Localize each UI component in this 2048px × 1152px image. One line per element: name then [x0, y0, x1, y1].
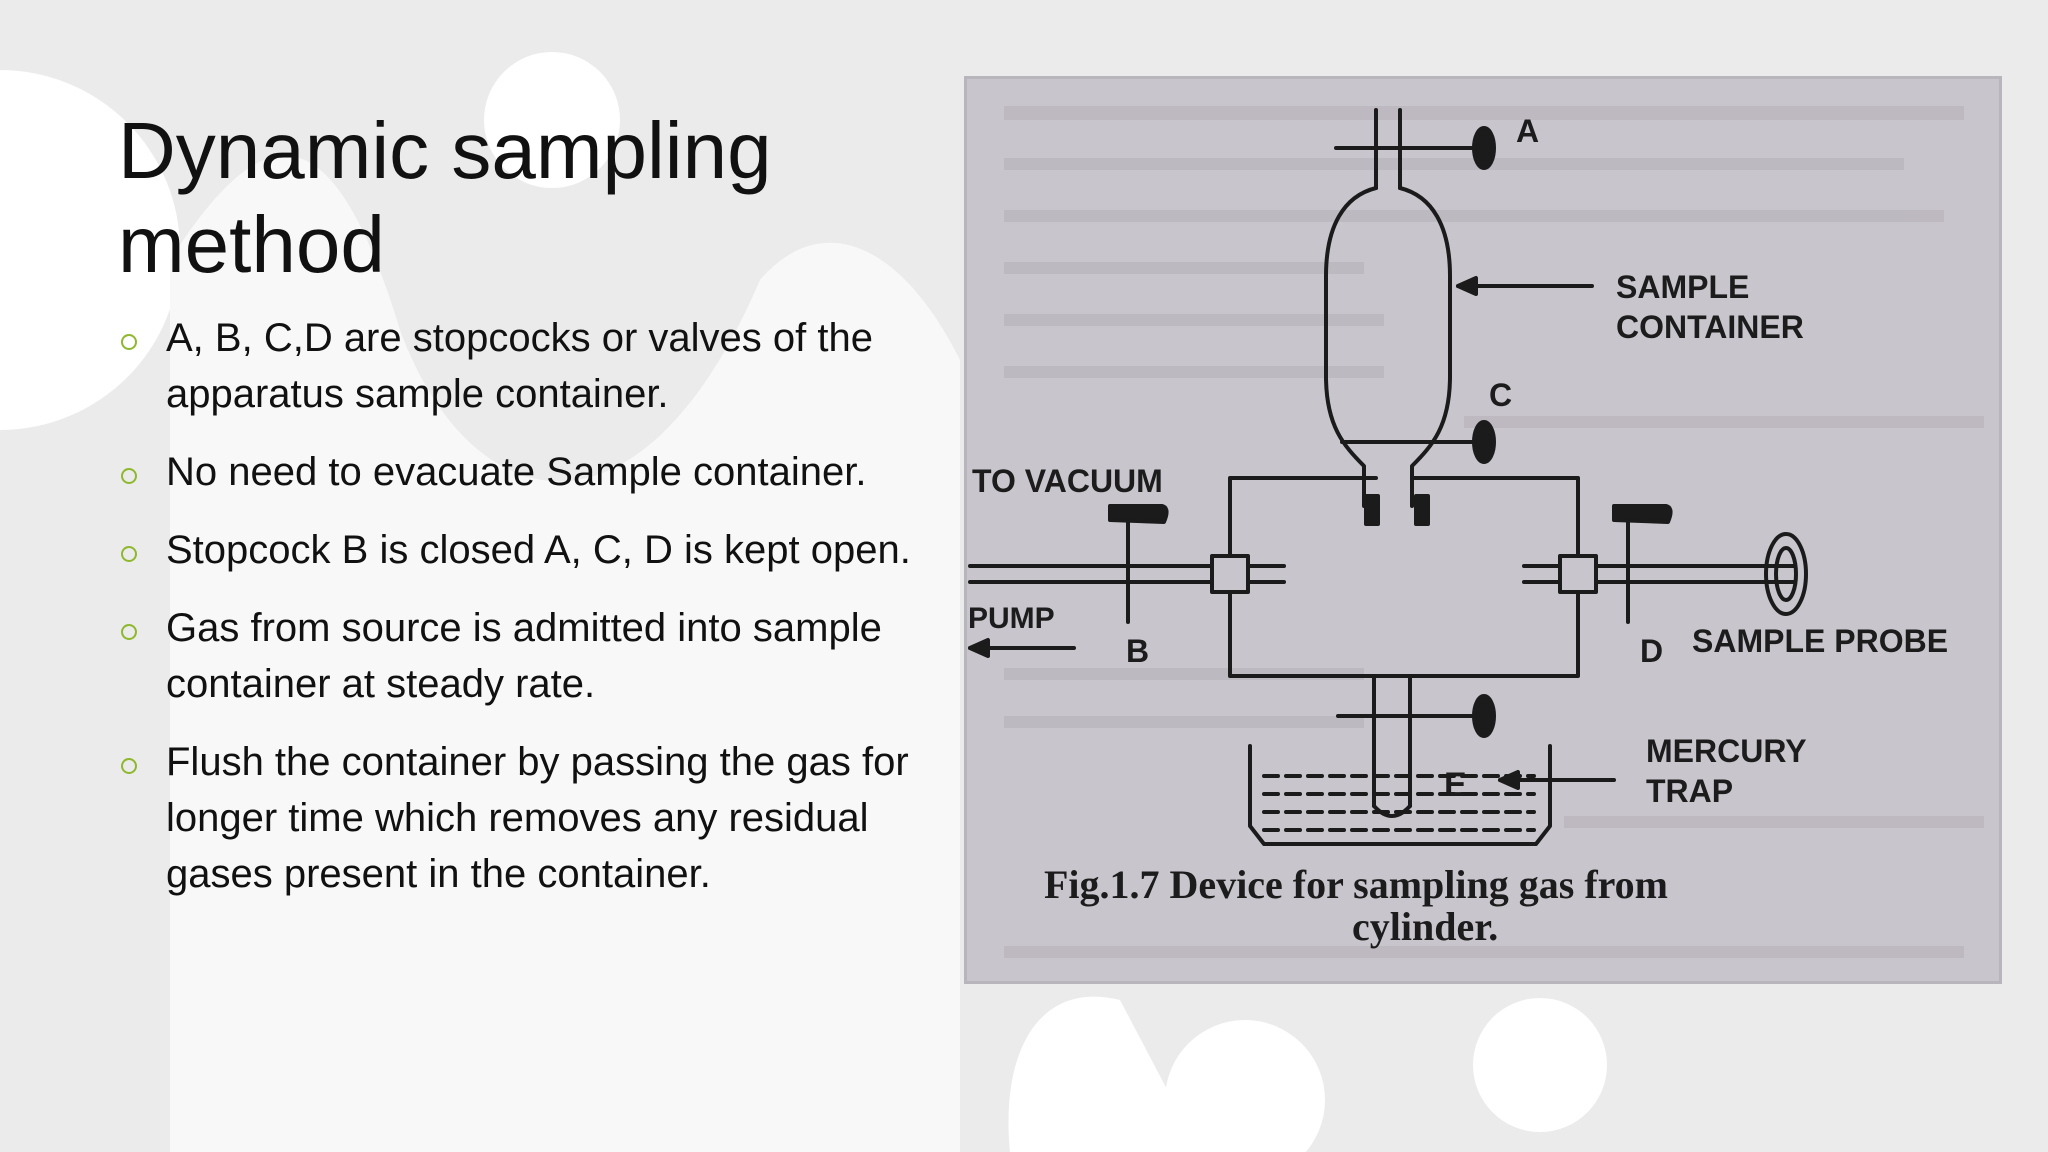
- label-e: E: [1444, 766, 1467, 804]
- circle-bullet-icon: [121, 546, 137, 562]
- label-pump: PUMP: [968, 602, 1055, 635]
- figure-caption-line-1: Fig.1.7 Device for sampling gas from: [1044, 862, 1668, 907]
- label-a: A: [1516, 113, 1539, 149]
- bullet-text: A, B, C,D are stopcocks or valves of the…: [166, 316, 873, 416]
- slide-title: Dynamic sampling method: [118, 104, 918, 292]
- bullet-item: Stopcock B is closed A, C, D is kept ope…: [118, 522, 938, 578]
- label-sample-probe: SAMPLE PROBE: [1692, 623, 1948, 659]
- valve-a-knob: [1472, 126, 1496, 170]
- valve-b-knob: [1108, 504, 1169, 524]
- sample-container-bulb: [1324, 186, 1378, 508]
- bullet-item: Flush the container by passing the gas f…: [118, 734, 938, 902]
- bullet-text: Stopcock B is closed A, C, D is kept ope…: [166, 528, 911, 572]
- valve-e-knob: [1472, 694, 1496, 738]
- label-sample: SAMPLE: [1616, 269, 1749, 305]
- bullet-list: A, B, C,D are stopcocks or valves of the…: [118, 310, 938, 924]
- valve-c-knob: [1472, 420, 1496, 464]
- circle-bullet-icon: [121, 468, 137, 484]
- label-container: CONTAINER: [1616, 309, 1804, 345]
- decor-blob: [1165, 1020, 1325, 1152]
- label-mercury: MERCURY: [1646, 733, 1807, 769]
- bullet-item: Gas from source is admitted into sample …: [118, 600, 938, 712]
- bullet-text: Flush the container by passing the gas f…: [166, 740, 909, 896]
- label-b: B: [1126, 633, 1149, 669]
- sample-probe-loop: [1764, 532, 1808, 616]
- slide-title-line: Dynamic sampling: [118, 106, 772, 195]
- valve-d-knob: [1612, 504, 1673, 524]
- label-trap: TRAP: [1646, 773, 1733, 809]
- decor-blob: [1008, 996, 1200, 1152]
- mercury-trap-vessel: [1248, 744, 1552, 846]
- bullet-item: A, B, C,D are stopcocks or valves of the…: [118, 310, 938, 422]
- circle-bullet-icon: [121, 624, 137, 640]
- bullet-item: No need to evacuate Sample container.: [118, 444, 938, 500]
- bleed-through-text: [1004, 106, 1984, 958]
- apparatus-diagram: A SAMPLE CONTAINER C TO VACUUM PUMP B D …: [964, 76, 2002, 984]
- slide-title-line: method: [118, 200, 385, 289]
- label-d: D: [1640, 633, 1663, 669]
- circle-bullet-icon: [121, 758, 137, 774]
- apparatus-figure: A SAMPLE CONTAINER C TO VACUUM PUMP B D …: [964, 76, 2002, 984]
- manifold-loop: [1228, 476, 1580, 678]
- label-to-vacuum: TO VACUUM: [972, 463, 1163, 499]
- circle-bullet-icon: [121, 334, 137, 350]
- decor-blob: [484, 52, 620, 188]
- bullet-text: Gas from source is admitted into sample …: [166, 606, 882, 706]
- decor-blob: [170, 155, 960, 1152]
- label-c: C: [1489, 377, 1512, 413]
- figure-caption-line-2: cylinder.: [1352, 904, 1498, 949]
- decor-blob: [1473, 998, 1607, 1132]
- bullet-text: No need to evacuate Sample container.: [166, 450, 867, 494]
